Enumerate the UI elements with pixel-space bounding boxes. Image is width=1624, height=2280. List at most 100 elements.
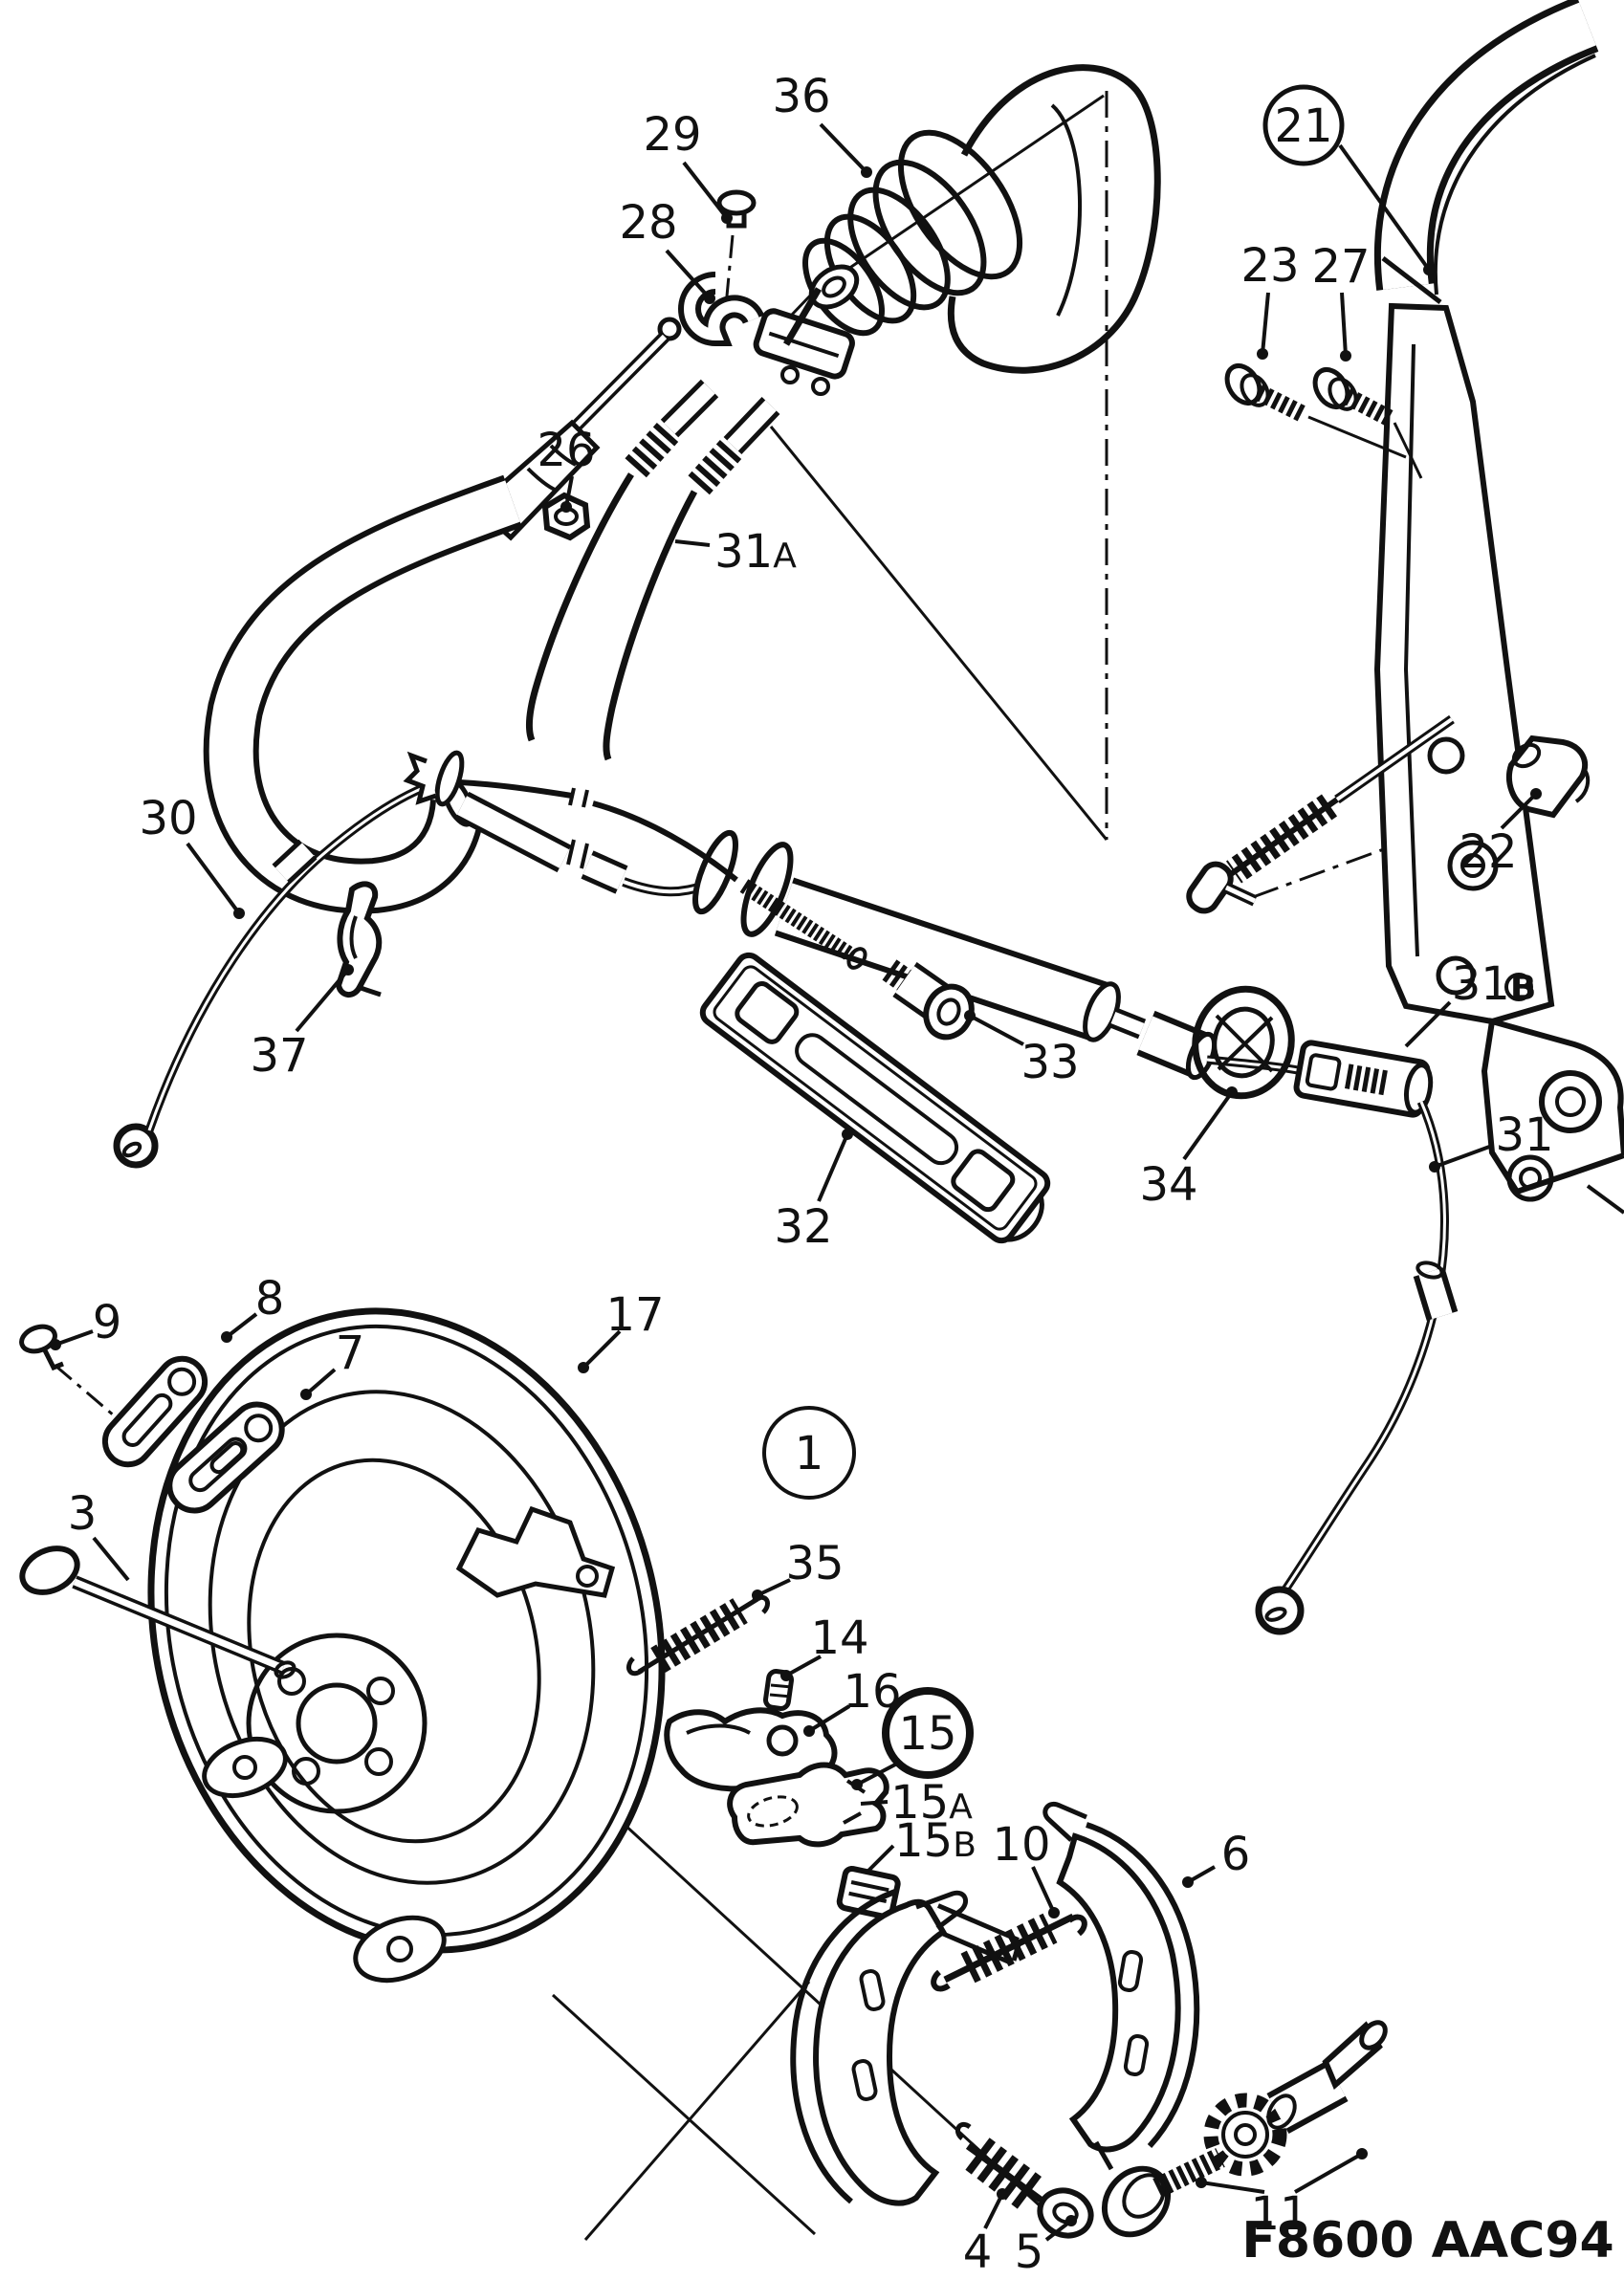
callout-label-37: 37 — [250, 1029, 308, 1083]
callout-label-10: 10 — [992, 1818, 1050, 1872]
leader-dot — [704, 293, 715, 304]
callout-label-9: 9 — [93, 1296, 122, 1349]
callout-37: 37 — [250, 964, 354, 1083]
callout-label-31A: 31A — [714, 525, 797, 579]
callout-label-7: 7 — [336, 1326, 365, 1380]
leader-dot — [578, 1362, 589, 1373]
callout-label-27: 27 — [1311, 240, 1370, 294]
leader-dot — [861, 166, 872, 178]
handbrake-lever — [1373, 0, 1624, 1215]
leader-dot — [1048, 1907, 1060, 1918]
cable-30 — [113, 750, 867, 1169]
callout-label-35: 35 — [785, 1537, 844, 1590]
callout-10: 10 — [992, 1818, 1060, 1918]
callout-3: 3 — [68, 1487, 130, 1582]
leader-dot — [560, 501, 572, 513]
callout-circle — [1262, 84, 1345, 166]
leader-dot — [1340, 350, 1351, 362]
callout-circle — [762, 1406, 856, 1500]
callout-9: 9 — [50, 1296, 121, 1350]
callout-label-22: 22 — [1459, 825, 1517, 879]
callout-32: 32 — [774, 1129, 853, 1254]
callout-29: 29 — [643, 108, 733, 224]
figure-code: F8600 AAC94 — [1241, 2212, 1613, 2269]
leader-dot — [1182, 1876, 1194, 1888]
callout-label-31: 31 — [1495, 1108, 1553, 1162]
callout-33: 33 — [964, 1010, 1080, 1089]
callout-11: 11 — [1196, 2148, 1368, 2241]
front-cable-assembly — [203, 317, 1304, 1081]
cable-end-31B — [1293, 1040, 1434, 1118]
callout-21: 21 — [1262, 84, 1435, 275]
cable-30-clip — [403, 750, 465, 807]
callout-15A: 15A — [860, 1776, 973, 1830]
pin-3 — [19, 1546, 296, 1679]
callout-30: 30 — [139, 792, 245, 919]
adjusting-lever-15 — [727, 1762, 889, 1848]
leader-dot — [1196, 2177, 1207, 2188]
leader-dot — [1530, 788, 1542, 800]
callout-label-31B: 31B — [1452, 957, 1537, 1011]
leader-dot — [1065, 2215, 1077, 2226]
leader-dot — [780, 1670, 792, 1681]
callout-35: 35 — [752, 1537, 845, 1601]
callout-label-23: 23 — [1240, 239, 1299, 293]
callout-4: 4 — [963, 2188, 1008, 2279]
guide-bracket-32 — [699, 952, 1051, 1244]
callout-5: 5 — [1015, 2215, 1077, 2279]
callout-label-29: 29 — [643, 108, 701, 162]
leader-dot — [50, 1339, 61, 1350]
shoe-spring-10 — [931, 1913, 1087, 1992]
callout-label-3: 3 — [68, 1487, 98, 1541]
rear-cable-31 — [1255, 1100, 1459, 1635]
clevis-pin — [1186, 861, 1258, 914]
callout-circle — [882, 1687, 974, 1779]
bolt-23 — [1224, 362, 1309, 424]
leader-dot — [221, 1331, 232, 1343]
callout-label-5: 5 — [1015, 2225, 1044, 2279]
bushing-33 — [882, 959, 975, 1041]
leader-dot — [1356, 2148, 1368, 2159]
callout-label-34: 34 — [1139, 1158, 1197, 1212]
callout-23: 23 — [1240, 239, 1300, 360]
callout-26: 26 — [537, 424, 596, 513]
leader-dot — [1257, 348, 1268, 360]
callout-label-6: 6 — [1221, 1828, 1251, 1881]
callout-15: 15 — [851, 1687, 974, 1790]
callout-34: 34 — [1139, 1086, 1238, 1212]
leader-dot — [997, 2188, 1008, 2200]
link-7 — [166, 1401, 285, 1514]
plate-mount-tab-upper — [202, 1737, 288, 1798]
lever-mounting-bolts — [1224, 362, 1423, 479]
callout-label-17: 17 — [605, 1288, 664, 1342]
callout-6: 6 — [1182, 1828, 1250, 1888]
callout-7: 7 — [300, 1326, 364, 1400]
leader-dot — [1429, 1161, 1440, 1173]
link-8 — [101, 1355, 208, 1468]
adjuster-star-wheel — [1203, 2093, 1287, 2177]
equalizer-22 — [1506, 734, 1591, 819]
cable-clip-28 — [678, 272, 765, 347]
callout-label-15B: 15B — [894, 1814, 977, 1868]
callout-label-15A: 15A — [890, 1776, 973, 1830]
callout-17: 17 — [578, 1288, 665, 1373]
callout-label-30: 30 — [139, 792, 197, 845]
callout-label-26: 26 — [537, 424, 595, 477]
callout-label-1: 1 — [795, 1427, 824, 1480]
callout-label-33: 33 — [1020, 1036, 1079, 1089]
callout-31A: 31A — [674, 525, 797, 579]
leader-dot — [1423, 264, 1435, 275]
leader-dot — [342, 964, 354, 976]
callout-8: 8 — [221, 1272, 284, 1343]
backing-plate-17 — [147, 1307, 666, 1984]
callout-27: 27 — [1311, 240, 1371, 362]
callout-1: 1 — [762, 1406, 856, 1500]
leader-dot — [233, 908, 245, 919]
callout-31B: 31B — [1404, 957, 1537, 1048]
leader-dot — [851, 1779, 863, 1790]
leader-dot — [964, 1010, 976, 1021]
callout-label-14: 14 — [810, 1611, 868, 1665]
